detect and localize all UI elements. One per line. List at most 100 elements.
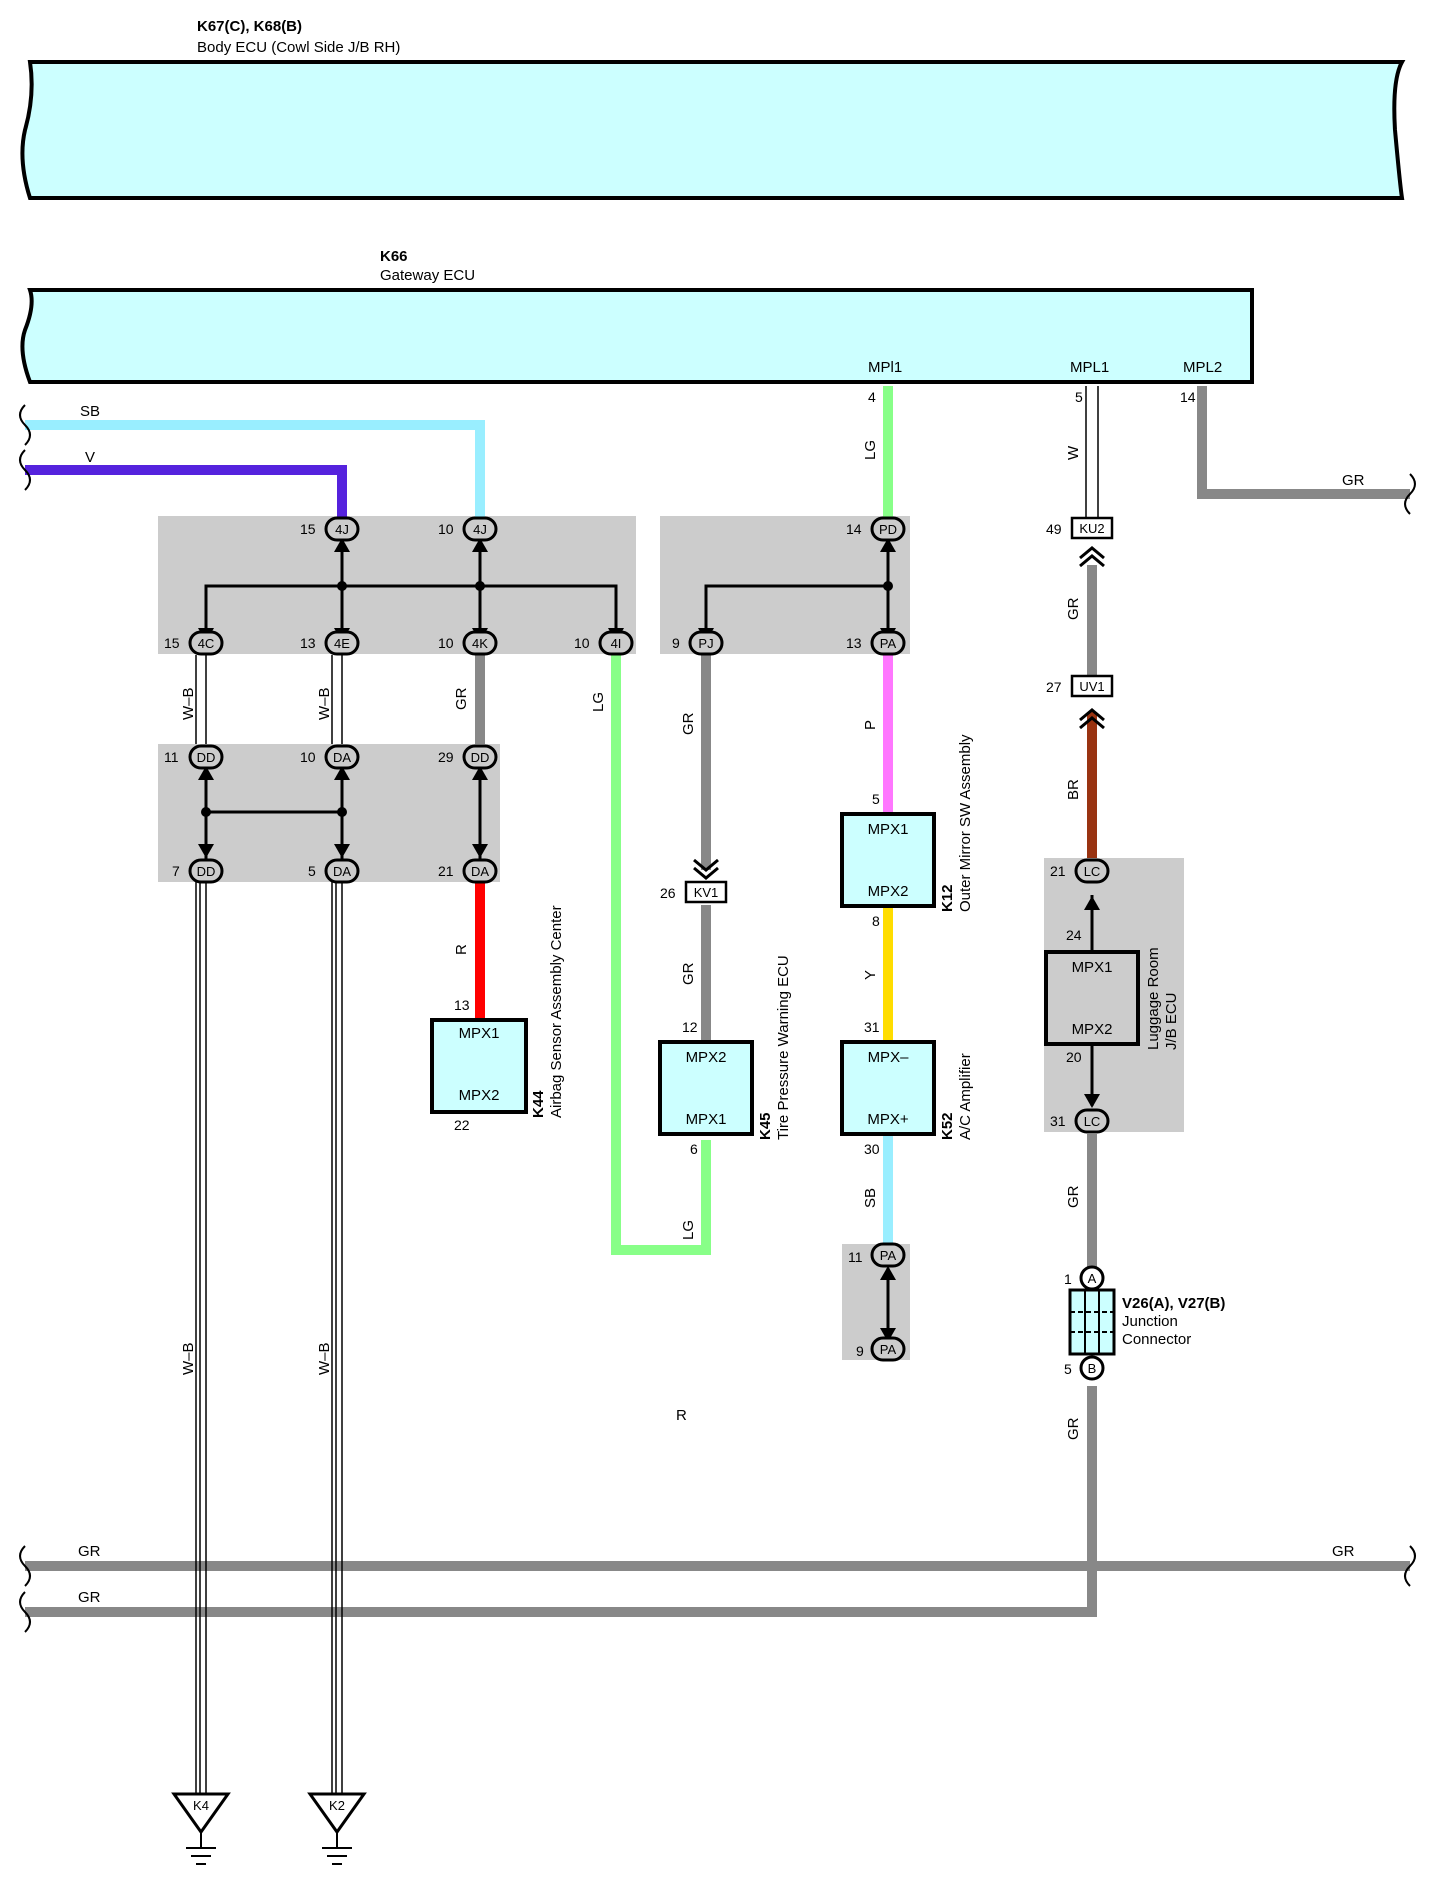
svg-text:UV1: UV1 [1079,679,1104,694]
connector-lc-top: LC [1074,858,1110,884]
svg-text:LG: LG [680,1220,697,1240]
svg-text:MPX1: MPX1 [686,1111,727,1128]
connector-4c: 4C [188,630,224,656]
connector-4i: 4I [598,630,634,656]
svg-text:DD: DD [197,864,216,879]
svg-text:31: 31 [1050,1113,1066,1129]
svg-text:Luggage Room: Luggage Room [1145,947,1162,1050]
body-ecu-code: K67(C), K68(B) [197,18,302,35]
wire-sb-top [25,420,485,528]
svg-text:MPX–: MPX– [868,1049,910,1066]
svg-text:22: 22 [454,1117,470,1133]
wire-lg-4i [611,655,711,1255]
svg-text:K2: K2 [329,1798,345,1813]
svg-text:P: P [862,720,879,730]
pin-label: 4 [868,389,876,405]
svg-text:MPX1: MPX1 [1072,959,1113,976]
svg-text:GR: GR [680,962,697,985]
component-k44: MPX1 MPX2 K44 Airbag Sensor Assembly Cen… [430,905,565,1118]
wire-gr-mpl2 [1197,386,1410,499]
svg-text:PA: PA [880,636,897,651]
svg-text:LG: LG [590,692,607,712]
svg-text:7: 7 [172,863,180,879]
svg-text:24: 24 [1066,927,1082,943]
connector-da-bottom-left: DA [324,858,360,884]
component-k12: MPX1 MPX2 K12 Outer Mirror SW Assembly [840,734,974,912]
svg-text:29: 29 [438,749,454,765]
svg-text:13: 13 [300,635,316,651]
connector-4k: 4K [462,630,498,656]
svg-text:5: 5 [872,791,880,807]
svg-text:Outer Mirror SW Assembly: Outer Mirror SW Assembly [957,734,974,912]
wire-v-top [25,465,347,528]
svg-text:K12: K12 [939,884,956,912]
svg-text:Tire Pressure Warning ECU: Tire Pressure Warning ECU [775,955,792,1140]
gateway-term-mpl1: MPL1 [1070,359,1109,376]
svg-text:DD: DD [197,750,216,765]
svg-text:10: 10 [574,635,590,651]
svg-text:KV1: KV1 [694,885,719,900]
svg-text:PJ: PJ [698,636,713,651]
svg-text:V: V [85,449,95,466]
svg-text:PA: PA [880,1248,897,1263]
connector-dd-bottom: DD [188,858,224,884]
svg-text:GR: GR [78,1589,101,1606]
svg-text:DA: DA [333,750,351,765]
svg-text:LC: LC [1084,1114,1101,1129]
junction-dots [201,581,893,817]
connector-4j-left: 4J [324,516,360,542]
svg-text:5: 5 [1064,1361,1072,1377]
svg-text:J/B ECU: J/B ECU [1163,992,1180,1050]
svg-text:SB: SB [862,1188,879,1208]
svg-text:GR: GR [1342,472,1365,489]
connector-ku2: KU2 [1070,516,1114,540]
svg-text:14: 14 [846,521,862,537]
svg-text:1: 1 [1064,1271,1072,1287]
connector-pa-mid: PA [870,1242,906,1268]
svg-text:K44: K44 [530,1090,547,1118]
svg-text:K4: K4 [193,1798,209,1813]
connector-pa-top: PA [870,630,906,656]
svg-text:10: 10 [300,749,316,765]
svg-text:B: B [1088,1361,1097,1376]
connector-uv1: UV1 [1070,674,1114,698]
arrowheads [198,538,1100,1342]
svg-text:4K: 4K [472,636,488,651]
svg-text:21: 21 [1050,863,1066,879]
ground-k2: K2 [307,1792,367,1865]
gateway-term-mpl2: MPL2 [1183,359,1222,376]
svg-text:K45: K45 [757,1112,774,1140]
gateway-term-mpl1a: MPl1 [868,359,902,376]
svg-text:GR: GR [1065,1417,1082,1440]
connector-da-top: DA [324,744,360,770]
svg-text:R: R [453,944,470,955]
svg-text:4J: 4J [473,522,487,537]
connector-4e: 4E [324,630,360,656]
svg-text:K52: K52 [939,1112,956,1140]
svg-text:4J: 4J [335,522,349,537]
inline-connectors: KU2 UV1 KV1 [684,516,1114,904]
svg-text:15: 15 [300,521,316,537]
component-luggage-room-jb: MPX1 MPX2 Luggage Room J/B ECU [1044,947,1180,1050]
svg-text:4C: 4C [198,636,215,651]
gateway-ecu-name: Gateway ECU [380,267,475,284]
connector-lc-bottom: LC [1074,1108,1110,1134]
svg-text:GR: GR [1065,597,1082,620]
svg-text:A/C Amplifier: A/C Amplifier [957,1053,974,1140]
svg-text:31: 31 [864,1019,880,1035]
svg-text:30: 30 [864,1141,880,1157]
connector-dd-top-left: DD [188,744,224,770]
svg-text:11: 11 [164,749,179,765]
svg-text:DA: DA [333,864,351,879]
svg-text:9: 9 [672,635,680,651]
svg-text:5: 5 [308,863,316,879]
svg-text:27: 27 [1046,679,1062,695]
svg-text:MPX2: MPX2 [868,883,909,900]
connector-ovals: 4J 4J 4C 4E 4K 4I PD PJ PA DD DA DD DD D… [188,516,1110,1362]
svg-text:V26(A), V27(B): V26(A), V27(B) [1122,1295,1225,1312]
svg-text:Connector: Connector [1122,1331,1191,1348]
svg-text:MPX2: MPX2 [686,1049,727,1066]
break-marks [19,404,1416,1633]
component-k52: MPX– MPX+ K52 A/C Amplifier [840,1040,974,1140]
svg-text:W: W [1065,445,1082,460]
